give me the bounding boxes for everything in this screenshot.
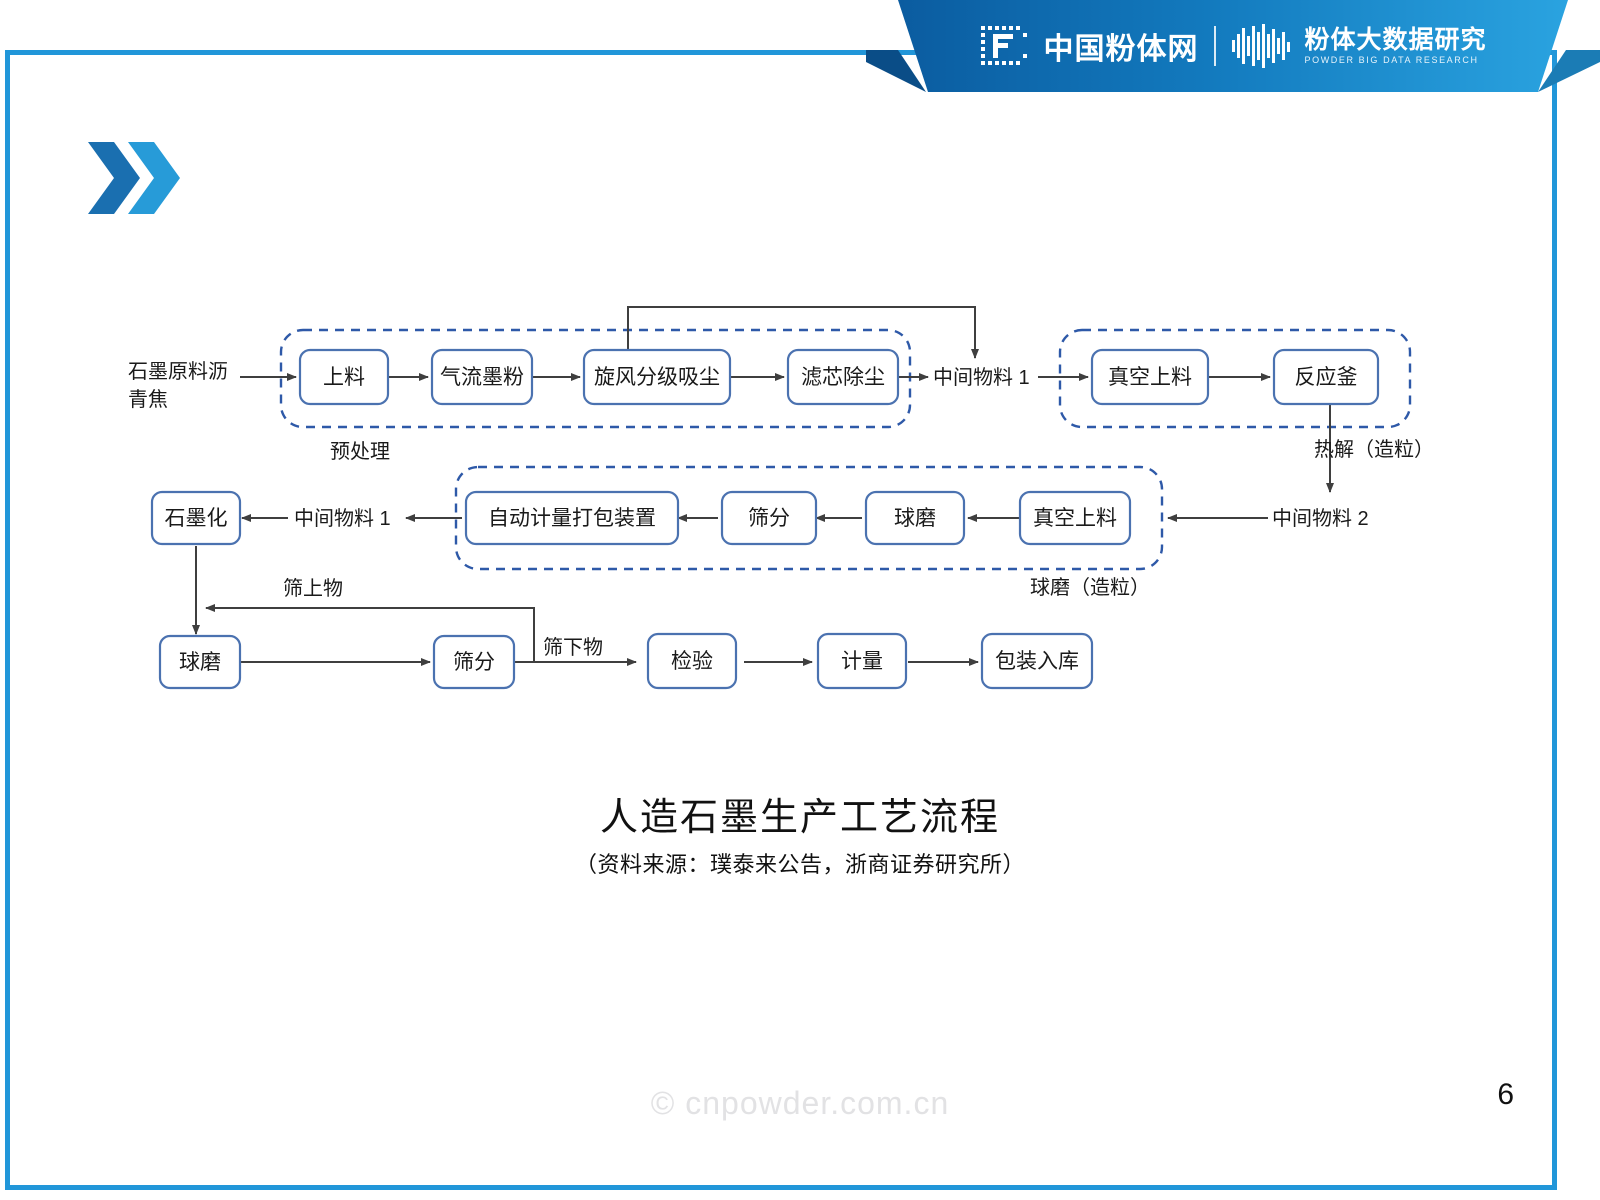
node-shaifen2-label: 筛分: [453, 651, 495, 674]
node-qiumo1-box: [864, 490, 966, 546]
ribbon-left-fold: [866, 50, 926, 92]
chevron-left-icon: [88, 142, 140, 214]
chevron-right-icon: [128, 142, 180, 214]
node-qiliumofen-label: 气流墨粉: [440, 366, 524, 389]
page-number: 6: [1497, 1078, 1514, 1111]
node-jianyan-label: 检验: [671, 650, 713, 673]
flow-label-mid2: 中间物料 2: [1272, 507, 1369, 530]
node-fanyingfu-box: [1272, 348, 1380, 406]
node-lvxin-label: 滤芯除尘: [801, 366, 885, 389]
node-shimohua-box: [150, 490, 242, 546]
group-pretreatment-box: [279, 328, 912, 429]
input-label-line2: 青焦: [128, 388, 168, 411]
node-shaifen2-box: [432, 634, 516, 690]
node-baozhuang-box: [980, 632, 1094, 690]
node-shangliao-label: 上料: [323, 366, 365, 389]
flow-label-mid1-top: 中间物料 1: [933, 366, 1030, 389]
node-shaifen1-label: 筛分: [748, 507, 790, 530]
group-label-pretreatment: 预处理: [330, 440, 390, 463]
group-ballmill-box: [454, 465, 1164, 571]
node-jiliang-label: 计量: [841, 650, 883, 673]
node-shaifen1-box: [720, 490, 818, 546]
figure-source: （资料来源：璞泰来公告，浙商证券研究所）: [574, 851, 1025, 877]
node-shangliao-box: [298, 348, 390, 406]
node-shimohua-label: 石墨化: [165, 507, 228, 530]
node-zhenkong2-box: [1018, 490, 1132, 546]
input-label-line1: 石墨原料沥: [128, 360, 228, 383]
ribbon-band: [898, 0, 1568, 92]
conn-oversize-recycle: [205, 604, 535, 662]
node-qiliumofen-box: [430, 348, 534, 406]
node-zhenkong1-box: [1090, 348, 1210, 406]
node-qiumo1-label: 球磨: [894, 507, 936, 530]
group-pyrolysis-box: [1058, 328, 1412, 429]
watermark: © cnpowder.com.cn: [650, 1085, 950, 1121]
group-label-pyrolysis: 热解（造粒）: [1314, 438, 1434, 461]
figure-title: 人造石墨生产工艺流程: [599, 797, 1000, 839]
node-qiumo2-box: [158, 634, 242, 690]
ribbon-right-fold: [1538, 50, 1600, 92]
flow-label-undersize: 筛下物: [543, 636, 603, 659]
node-zidong-box: [464, 490, 680, 546]
flow-label-mid1-row2: 中间物料 1: [294, 507, 391, 530]
group-label-ballmill: 球磨（造粒）: [1030, 576, 1150, 599]
page-frame: [5, 50, 1557, 1190]
node-fanyingfu-label: 反应釜: [1295, 366, 1358, 389]
node-zhenkong1-label: 真空上料: [1108, 366, 1192, 389]
chevron-decoration: [88, 142, 180, 219]
node-xuanfeng-label: 旋风分级吸尘: [594, 366, 720, 389]
conn-cyclone-recycle: [627, 306, 979, 359]
node-zhenkong2-label: 真空上料: [1033, 507, 1117, 530]
header-banner: 中国粉体网: [866, 0, 1600, 102]
figure-caption: 人造石墨生产工艺流程 （资料来源：璞泰来公告，浙商证券研究所）: [0, 795, 1600, 879]
flow-label-oversize: 筛上物: [283, 577, 343, 600]
node-xuanfeng-box: [582, 348, 732, 406]
node-zidong-label: 自动计量打包装置: [488, 507, 656, 530]
node-lvxin-box: [786, 348, 900, 406]
node-qiumo2-label: 球磨: [179, 651, 221, 674]
node-jianyan-box: [646, 632, 738, 690]
node-jiliang-box: [816, 632, 908, 690]
node-baozhuang-label: 包装入库: [995, 650, 1079, 673]
